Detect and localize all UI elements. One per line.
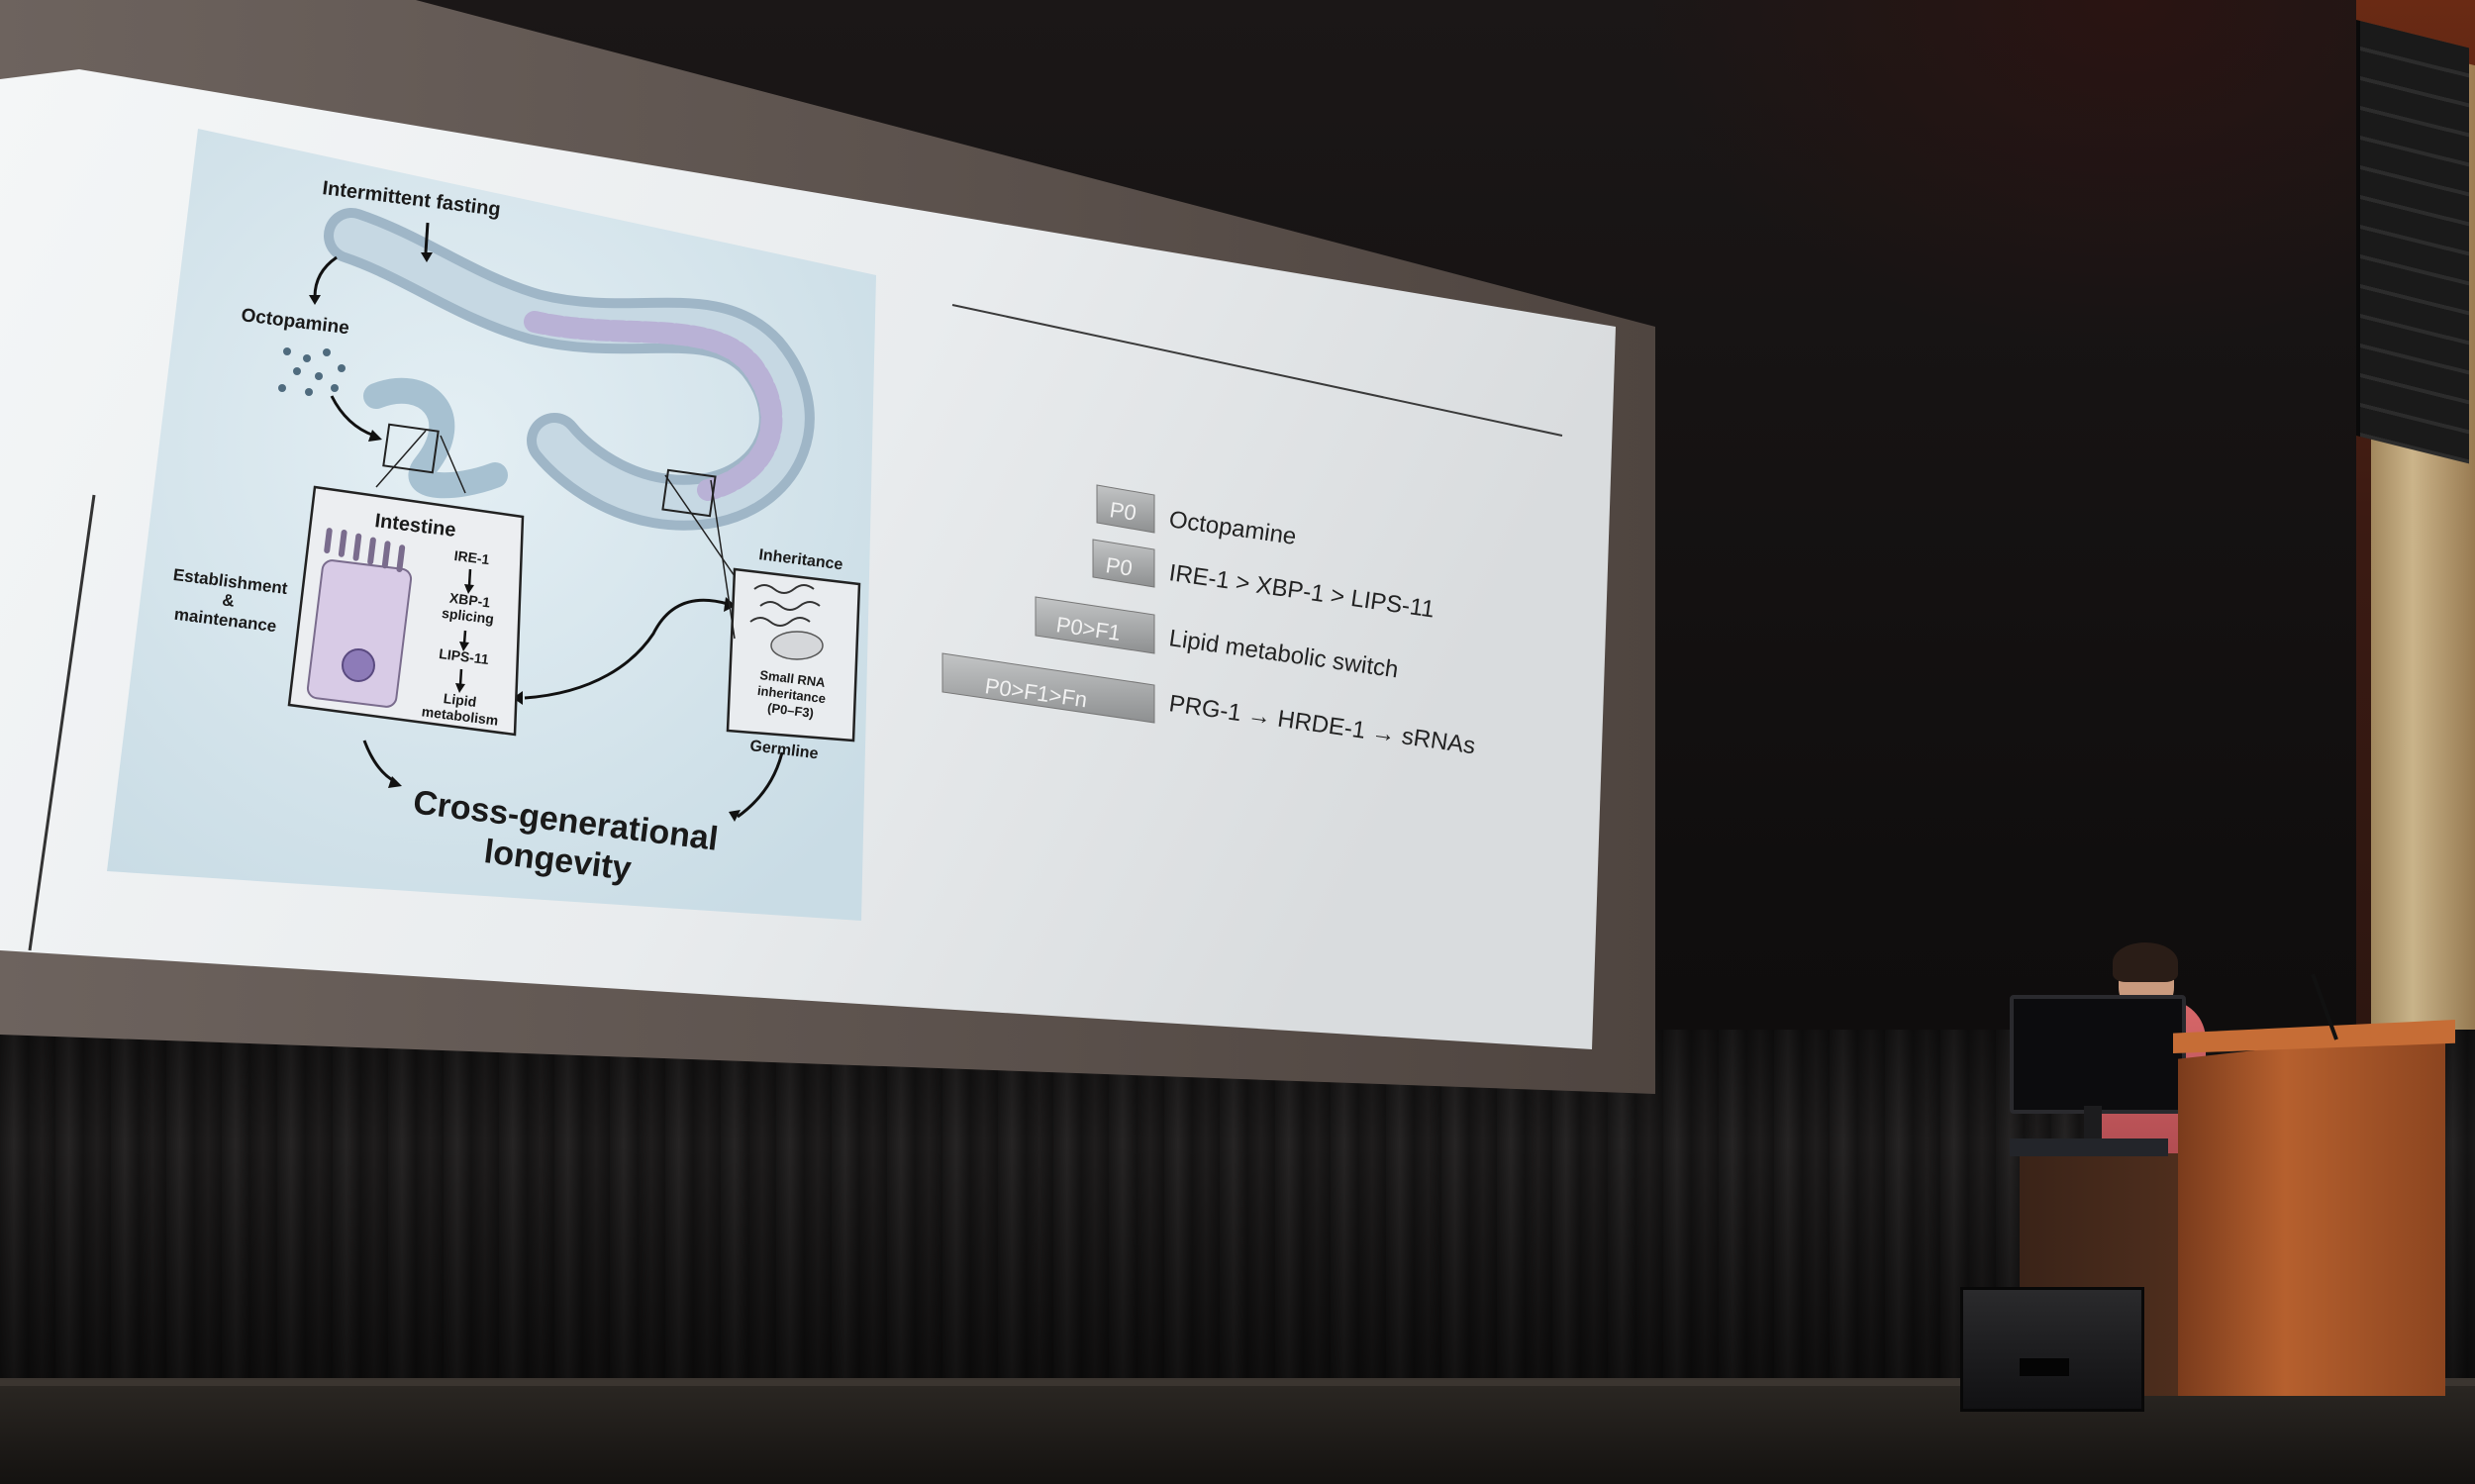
pathway-step-splicing: splicing [441, 605, 494, 627]
presenter-hair [2113, 942, 2178, 982]
legend-tag: P0 [1104, 552, 1134, 581]
octopamine-dots [278, 347, 346, 396]
intestinal-cell-icon [306, 528, 413, 708]
legend-tag: P0 [1108, 497, 1138, 526]
small-rna-icon [749, 584, 821, 627]
laptop [2010, 1138, 2168, 1156]
pathway-step-lips11: LIPS-11 [439, 645, 490, 667]
pathway-step-xbp1: XBP-1 [448, 590, 491, 611]
inheritance-line-3: (P0–F3) [766, 700, 814, 721]
pathway-step-lipid: Lipid [443, 690, 477, 710]
side-label-ampersand: & [221, 590, 236, 610]
stage-monitor-speaker [1960, 1287, 2144, 1412]
podium-monitor [2010, 995, 2186, 1114]
wooden-podium [2178, 1030, 2445, 1396]
pathway-step-ire1: IRE-1 [453, 547, 491, 567]
